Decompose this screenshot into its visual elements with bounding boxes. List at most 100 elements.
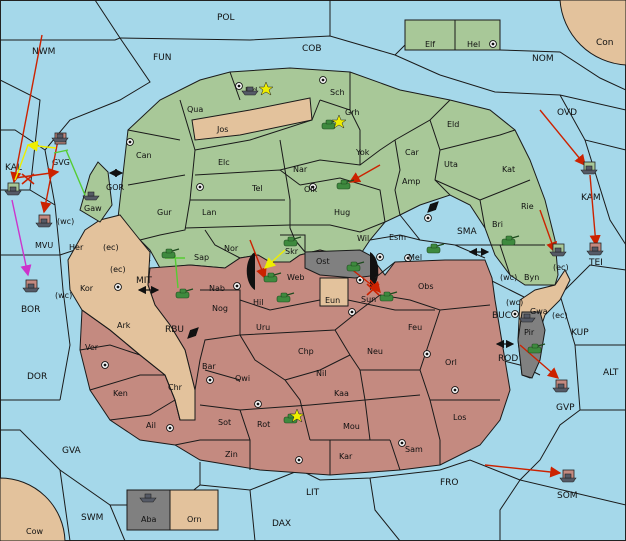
region-orn: [169, 489, 219, 531]
label-Can: Can: [136, 151, 152, 160]
label-Yok: Yok: [355, 148, 370, 157]
label-Eun: Eun: [325, 296, 340, 305]
label-KAL: KAL: [5, 163, 22, 173]
label-Nog: Nog: [212, 304, 228, 313]
label-Byn: Byn: [524, 273, 539, 282]
label-MVU: MVU: [35, 241, 53, 250]
label-Bri: Bri: [492, 220, 503, 229]
label-wc4: (wc): [506, 298, 523, 307]
label-Chp: Chp: [298, 347, 314, 356]
label-SOM: SOM: [557, 491, 578, 501]
label-Sap: Sap: [194, 253, 209, 262]
label-Hil: Hil: [253, 298, 263, 307]
label-Car: Car: [405, 148, 419, 157]
label-Cow: Cow: [26, 527, 43, 536]
label-OVD: OVD: [557, 108, 577, 118]
label-ROD: ROD: [498, 354, 518, 364]
label-DOR: DOR: [27, 372, 47, 382]
label-Sun: Sun: [361, 295, 376, 304]
region-hel: [454, 19, 501, 51]
label-Gaw: Gaw: [84, 204, 102, 213]
label-ec3: (ec): [110, 265, 126, 274]
label-Pir: Pir: [524, 328, 535, 337]
label-Sot: Sot: [218, 418, 231, 427]
label-Con: Con: [596, 38, 614, 48]
label-Nab: Nab: [209, 284, 225, 293]
label-Zin: Zin: [225, 450, 238, 459]
label-ALT: ALT: [603, 368, 619, 378]
label-Tel: Tel: [251, 184, 263, 193]
label-Qua: Qua: [187, 105, 203, 114]
label-Nil: Nil: [316, 369, 326, 378]
label-Ail: Ail: [146, 421, 156, 430]
label-GVG: GVG: [52, 158, 70, 167]
label-Nor: Nor: [224, 244, 239, 253]
label-Kar: Kar: [339, 452, 353, 461]
label-Esm: Esm: [389, 233, 406, 242]
label-Hel: Hel: [467, 40, 480, 49]
dislodge-marks: [21, 173, 380, 296]
region-con: [559, 0, 626, 66]
label-Kat: Kat: [502, 165, 515, 174]
label-Kor: Kor: [80, 284, 94, 293]
label-RBU: RBU: [165, 325, 184, 335]
label-Skr: Skr: [285, 247, 299, 256]
label-Sam: Sam: [405, 445, 423, 454]
label-GOR: GOR: [106, 183, 124, 192]
label-Olk: Olk: [304, 185, 318, 194]
label-Gwa: Gwa: [530, 307, 548, 316]
label-Qwi: Qwi: [235, 374, 250, 383]
label-Ark: Ark: [117, 321, 131, 330]
label-Elc: Elc: [218, 158, 230, 167]
label-KAM: KAM: [581, 193, 601, 203]
connection-arrows: [108, 168, 515, 349]
label-Web: Web: [287, 273, 304, 282]
label-Hug: Hug: [334, 208, 350, 217]
label-Grh: Grh: [345, 108, 359, 117]
label-POL: POL: [217, 13, 235, 23]
label-wc3: (wc): [55, 291, 72, 300]
label-wc1: (wc): [57, 217, 74, 226]
region-eun: [319, 277, 349, 307]
region-gaw: [79, 161, 113, 223]
label-Lan: Lan: [202, 208, 216, 217]
label-SWM: SWM: [81, 513, 103, 523]
label-Orl: Orl: [445, 358, 457, 367]
label-Her: Her: [69, 243, 84, 252]
label-Sch: Sch: [330, 88, 345, 97]
label-Ost: Ost: [316, 257, 330, 266]
label-Uru: Uru: [256, 323, 270, 332]
label-DAX: DAX: [272, 519, 291, 529]
land-borders-south: [79, 261, 500, 475]
label-ec2: (ec): [553, 263, 569, 272]
label-LIT: LIT: [306, 488, 320, 498]
label-Wil: Wil: [357, 234, 369, 243]
label-Elf: Elf: [425, 40, 435, 49]
label-NWM: NWM: [32, 47, 55, 57]
label-Nar: Nar: [293, 165, 308, 174]
label-COB: COB: [302, 44, 322, 54]
region-labels: POL COB FUN NWM NOM Con Elf Hel Jad Sch …: [5, 13, 619, 536]
region-cow: [0, 477, 66, 541]
label-Ver: Ver: [85, 343, 99, 352]
label-GVP: GVP: [556, 403, 575, 413]
label-TEI: TEI: [588, 258, 603, 268]
label-Rie: Rie: [521, 202, 534, 211]
label-Rot: Rot: [257, 420, 270, 429]
label-Uta: Uta: [444, 160, 458, 169]
label-wc2: (wc): [500, 273, 517, 282]
label-Los: Los: [453, 413, 466, 422]
label-Kaa: Kaa: [334, 389, 349, 398]
region-ost: [304, 249, 379, 279]
label-SMA: SMA: [457, 227, 477, 237]
label-Gur: Gur: [157, 208, 172, 217]
label-FUN: FUN: [153, 53, 172, 63]
label-MIT: MIT: [136, 276, 152, 286]
label-Ken: Ken: [113, 389, 128, 398]
label-ec1: (ec): [103, 243, 119, 252]
label-Chr: Chr: [168, 383, 183, 392]
offboard-pieces: [4, 132, 604, 483]
